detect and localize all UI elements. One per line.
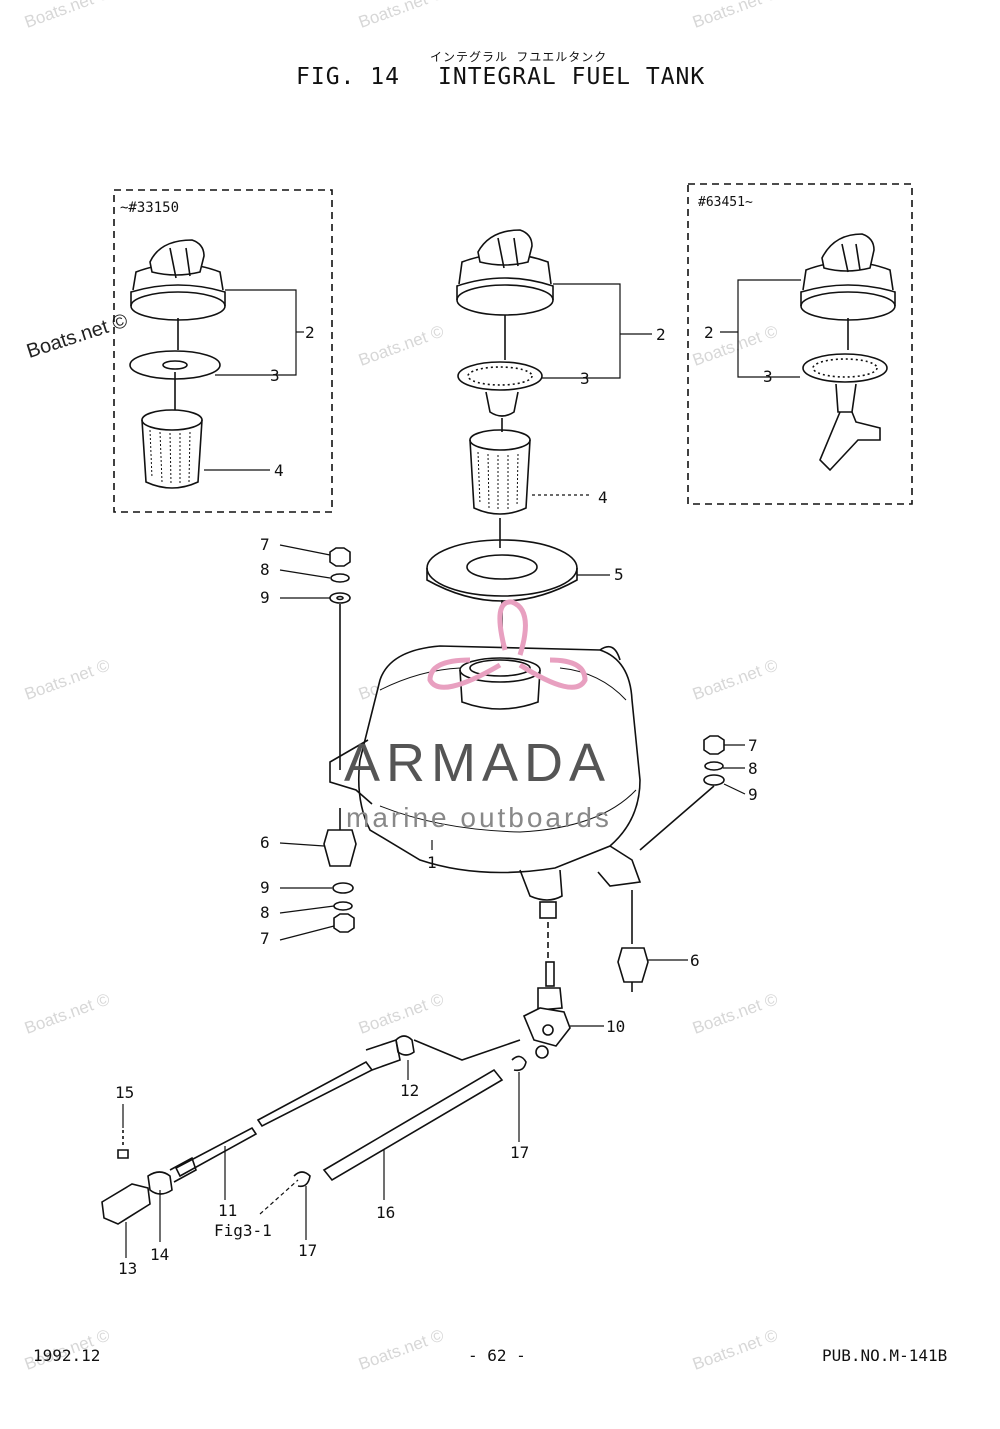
mount-6-left (323, 808, 357, 867)
callout-1: 1 (427, 853, 437, 872)
callout-5: 5 (614, 565, 624, 584)
callout-7-lower: 7 (260, 929, 270, 948)
callout-16: 16 (376, 1203, 395, 1222)
washer-8-upper-left (330, 573, 350, 583)
inset-serial-left: ~#33150 (120, 200, 179, 216)
washer-9-lower-left (332, 882, 354, 894)
gasket-center (457, 361, 543, 432)
callout-3-left: 3 (270, 366, 280, 385)
clip-17-right (511, 1055, 527, 1072)
callout-13: 13 (118, 1259, 137, 1278)
callout-9-upper: 9 (260, 588, 270, 607)
callout-8-upper: 8 (260, 560, 270, 579)
washer-9-right (703, 774, 725, 786)
hose-12 (395, 1035, 521, 1061)
page-number: - 62 - (468, 1346, 526, 1365)
gasket-right (802, 353, 888, 472)
callout-12: 12 (400, 1081, 419, 1100)
strainer-center (469, 429, 531, 548)
brand-watermark: ARMADA (344, 733, 612, 793)
inset-box-right (687, 183, 913, 505)
callout-8-lower: 8 (260, 903, 270, 922)
callout-9-lower: 9 (260, 878, 270, 897)
callout-11: 11 (218, 1201, 237, 1220)
figure-reference: Fig3-1 (214, 1221, 272, 1240)
callout-3-center: 3 (580, 369, 590, 388)
callout-10: 10 (606, 1017, 625, 1036)
footer-date: 1992.12 (33, 1346, 101, 1365)
callout-2-left: 2 (305, 323, 315, 342)
fuel-cock-10 (522, 961, 571, 1059)
fuel-cap-right (800, 233, 896, 350)
publication-number: PUB.NO.M-141B (822, 1346, 948, 1365)
inset-serial-right: #63451~ (698, 195, 753, 210)
nut-7-lower-left (333, 913, 355, 933)
callout-15: 15 (115, 1083, 134, 1102)
figure-number: FIG. 14 (296, 64, 400, 90)
callout-17-right: 17 (510, 1143, 529, 1162)
washer-9-upper-left (329, 592, 351, 604)
hose-16 (322, 1068, 504, 1182)
callout-4-center: 4 (598, 488, 608, 507)
clip-17-left (293, 1171, 311, 1188)
callout-7-upper: 7 (260, 535, 270, 554)
primer-connector-13 (101, 1156, 197, 1225)
fuel-cap-center (456, 229, 554, 360)
washer-8-right (704, 761, 724, 771)
callout-17-left: 17 (298, 1241, 317, 1260)
japanese-title: インテグラル フユエルタンク (430, 50, 608, 64)
callout-6-left: 6 (260, 833, 270, 852)
armada-logo-mark (427, 599, 588, 690)
mount-6-right (617, 947, 649, 992)
callout-4-left: 4 (274, 461, 284, 480)
callout-3-right: 3 (763, 367, 773, 386)
callout-7-right: 7 (748, 736, 758, 755)
callout-9-right: 9 (748, 785, 758, 804)
page-title: INTEGRAL FUEL TANK (438, 64, 706, 90)
brand-watermark-sub: marine outboards (346, 802, 612, 833)
nut-7-right (703, 735, 725, 755)
washer-8-lower-left (333, 901, 353, 911)
callout-6-right: 6 (690, 951, 700, 970)
callout-8-right: 8 (748, 759, 758, 778)
callout-2-right: 2 (704, 323, 714, 342)
fuel-hose-11 (174, 1038, 401, 1178)
callout-2-center: 2 (656, 325, 666, 344)
inset-box-left (113, 189, 333, 513)
nut-7-upper-left (329, 547, 351, 567)
screw-15 (117, 1130, 129, 1159)
strainer-left (141, 409, 203, 489)
fuel-cap-left (130, 239, 226, 350)
callout-14: 14 (150, 1245, 169, 1264)
gasket-left (129, 350, 221, 410)
